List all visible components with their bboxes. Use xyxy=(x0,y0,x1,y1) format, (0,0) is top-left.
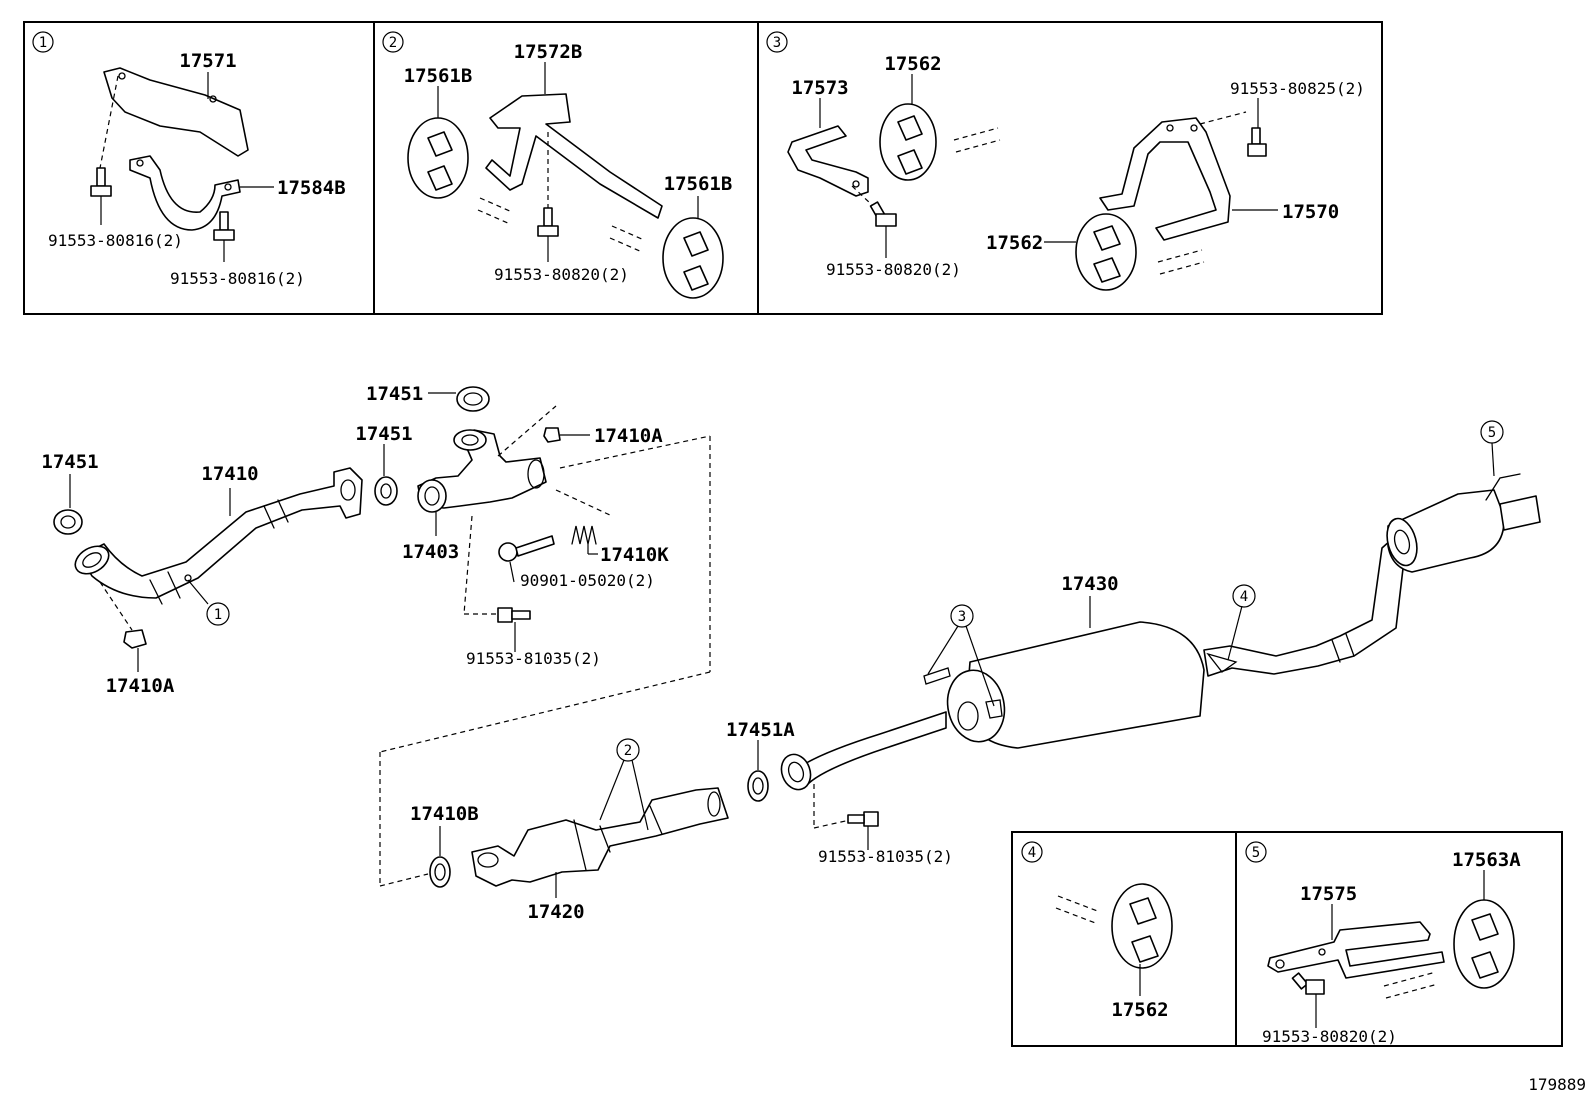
exhaust-bracket-17571 xyxy=(103,67,249,157)
part-number-17403: 17403 xyxy=(402,541,459,563)
hanger-bracket-17573 xyxy=(787,125,869,197)
part-number-90901-05020: 90901-05020(2) xyxy=(520,571,655,590)
part-number-17571: 17571 xyxy=(179,50,236,72)
bolt-90901-05020 xyxy=(498,535,555,562)
part-number-17451-mid: 17451 xyxy=(355,423,412,445)
callout-4-marker-label: 4 xyxy=(1240,589,1248,605)
callout-3-marker-label: 3 xyxy=(958,609,966,625)
part-number-17572B: 17572B xyxy=(514,41,583,63)
part-number-17573: 17573 xyxy=(791,77,848,99)
callout-1-label: 1 xyxy=(39,35,47,51)
part-number-91553-81035-upper: 91553-81035(2) xyxy=(466,649,601,668)
rubber-hanger-17563A xyxy=(1453,899,1515,989)
gasket-17451-top xyxy=(456,386,490,412)
callout-2-marker xyxy=(616,738,640,762)
callout-1-marker xyxy=(206,602,230,626)
part-number-bolt-a: 91553-80816(2) xyxy=(48,231,183,250)
rubber-hanger-17562-bottom xyxy=(1075,213,1137,291)
inset-panel-5: 5 17575 91553-80820(2) 17563A xyxy=(1235,831,1563,1047)
gasket-17451-left xyxy=(53,509,83,535)
part-number-17420: 17420 xyxy=(527,901,584,923)
part-number-bolt-b: 91553-80816(2) xyxy=(170,269,305,288)
part-number-17562-inset4: 17562 xyxy=(1111,999,1168,1021)
callout-1-marker-label: 1 xyxy=(214,607,222,623)
callout-5-label: 5 xyxy=(1252,845,1260,861)
gasket-17410B xyxy=(429,856,451,888)
callout-2-label: 2 xyxy=(389,35,397,51)
bolt-icon xyxy=(537,207,559,237)
inset-panel-1: 1 17571 17584B 91553-80816(2) 91553-8081… xyxy=(23,21,375,315)
part-number-17562-bottom: 17562 xyxy=(986,232,1043,254)
main-exhaust-assembly: 17451 17410 1 17410A 17451 17451 xyxy=(41,383,1541,923)
part-number-bolt-inset3-right: 91553-80825(2) xyxy=(1230,79,1365,98)
bolt-icon xyxy=(497,607,531,623)
rubber-hanger-right xyxy=(662,217,724,299)
part-number-bolt-inset2: 91553-80820(2) xyxy=(494,265,629,284)
spring-17410K xyxy=(571,525,597,545)
part-number-17410A-left: 17410A xyxy=(106,675,175,697)
bolt-icon xyxy=(213,211,235,241)
part-number-17563A: 17563A xyxy=(1452,849,1521,871)
part-number-17451-left: 17451 xyxy=(41,451,98,473)
part-number-bolt-inset3-left: 91553-80820(2) xyxy=(826,260,961,279)
tail-exhaust-pipe xyxy=(1203,531,1415,677)
nut-17410A-right xyxy=(543,427,561,443)
part-number-17430: 17430 xyxy=(1061,573,1118,595)
part-number-17410A-right: 17410A xyxy=(594,425,663,447)
center-exhaust-pipe xyxy=(789,711,947,787)
bolt-icon xyxy=(847,811,879,827)
callout-4-label: 4 xyxy=(1028,845,1036,861)
part-number-17561B-right: 17561B xyxy=(664,173,733,195)
hanger-bracket-17570 xyxy=(1099,117,1231,241)
gasket-17451A xyxy=(747,770,769,802)
inset-panel-3: 3 xyxy=(757,21,1383,315)
part-number-bolt-inset5: 91553-80820(2) xyxy=(1262,1027,1397,1046)
rubber-hanger-17562-top xyxy=(879,103,937,181)
gasket-17451-mid xyxy=(374,476,398,506)
part-number-17451A: 17451A xyxy=(726,719,795,741)
callout-4-marker xyxy=(1232,584,1256,608)
rubber-hanger-left xyxy=(407,117,469,199)
exhaust-pipe-assembly-17403 xyxy=(417,429,547,509)
center-muffler-17430 xyxy=(965,621,1205,749)
nut-17410A-left xyxy=(123,629,147,649)
part-number-17570: 17570 xyxy=(1282,201,1339,223)
inset-panel-2: 2 17561B 17572B 17561B 91553-8082 xyxy=(373,21,759,315)
front-exhaust-pipe-17410 xyxy=(79,467,363,599)
callout-3-label: 3 xyxy=(773,35,781,51)
catalytic-converter-17420 xyxy=(471,787,729,887)
part-number-91553-81035-center: 91553-81035(2) xyxy=(818,847,953,866)
inset-panel-4: 4 17562 xyxy=(1011,831,1237,1047)
part-number-17410: 17410 xyxy=(201,463,258,485)
tail-pipe-tip xyxy=(1499,495,1541,531)
callout-3-marker xyxy=(950,604,974,628)
part-number-17451-top: 17451 xyxy=(366,383,423,405)
part-number-17562-top: 17562 xyxy=(884,53,941,75)
diagram-id: 179889 xyxy=(1528,1075,1586,1094)
part-number-17561B-left: 17561B xyxy=(404,65,473,87)
callout-5-marker-label: 5 xyxy=(1488,425,1496,441)
part-number-17575: 17575 xyxy=(1300,883,1357,905)
bolt-icon xyxy=(90,167,112,197)
part-number-17584B: 17584B xyxy=(277,177,346,199)
part-number-17410B: 17410B xyxy=(410,803,479,825)
hanger-bracket-17572B xyxy=(485,93,663,219)
hanger-bracket-17575 xyxy=(1267,921,1445,979)
part-number-17410K: 17410K xyxy=(600,544,669,566)
rubber-hanger-17562 xyxy=(1111,883,1173,969)
bolt-icon xyxy=(1247,127,1267,157)
bolt-icon xyxy=(1291,972,1325,995)
bolt-icon xyxy=(869,201,897,227)
exhaust-clamp-17584B xyxy=(129,155,241,231)
callout-2-marker-label: 2 xyxy=(624,743,632,759)
